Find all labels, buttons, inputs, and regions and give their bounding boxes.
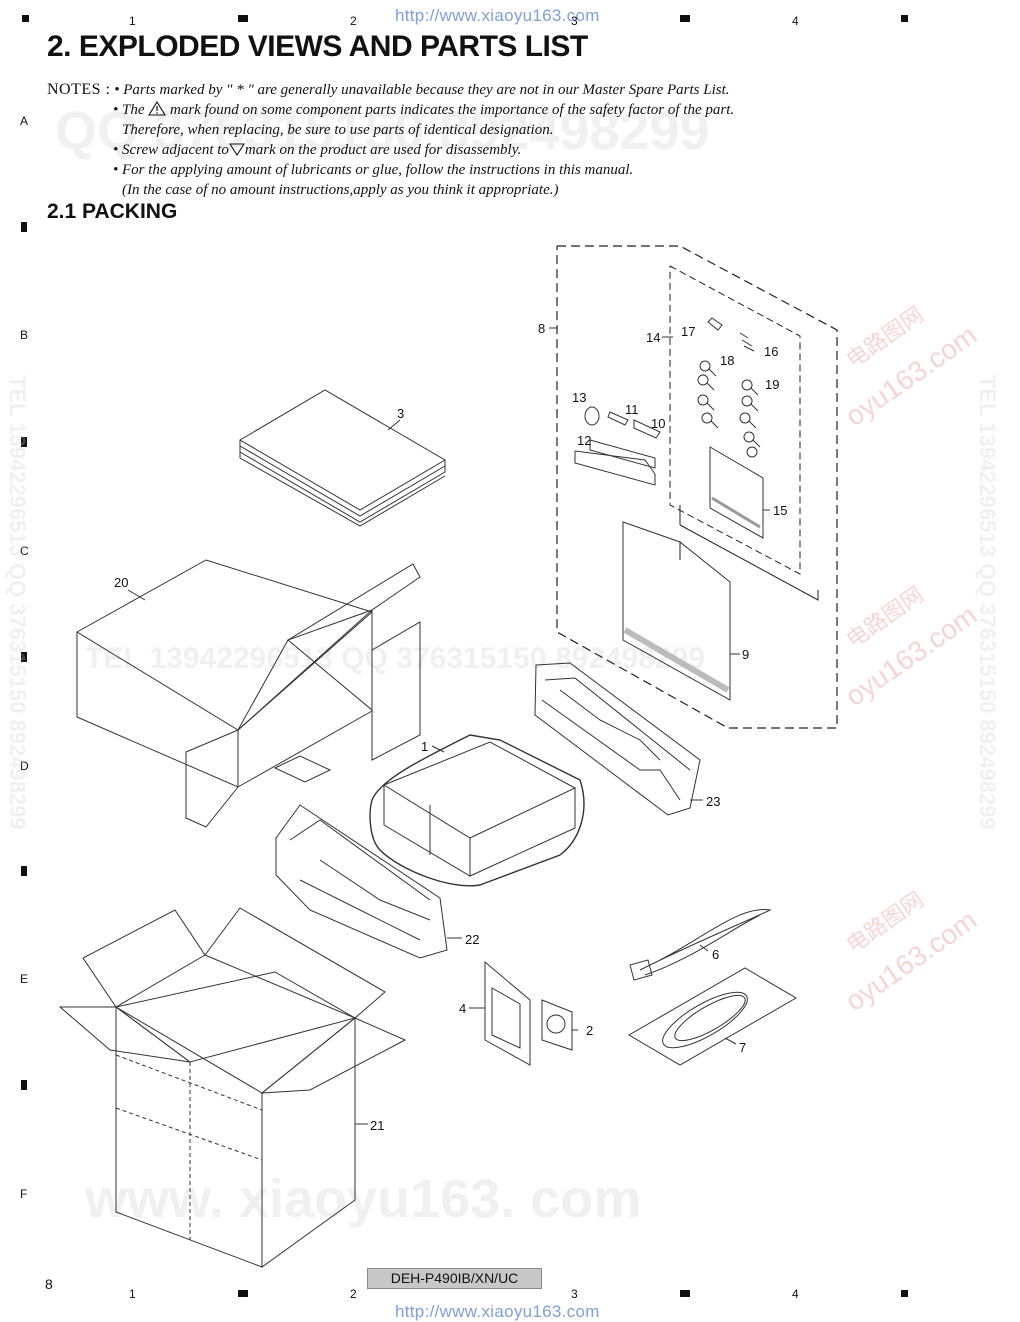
- part-label-4: 4: [459, 1001, 466, 1016]
- note-line-2b: mark found on some component parts indic…: [166, 102, 735, 118]
- part-labels: 1 2 3 4 6 7 8 9 10 11 12 13 14 15 16 17 …: [114, 321, 787, 1133]
- registration-mark: [21, 1080, 27, 1090]
- column-number-1: 1: [129, 14, 136, 28]
- part-label-21: 21: [370, 1118, 384, 1133]
- leader-lines: [127, 327, 770, 1125]
- warning-triangle-icon: [148, 100, 167, 116]
- notes-label: NOTES :: [47, 81, 111, 98]
- head-unit: [369, 734, 585, 887]
- row-letter-f: F: [20, 1187, 28, 1201]
- watermark-bottom: www. xiaoyu163. com: [85, 1169, 642, 1229]
- foam-pad-left: [275, 804, 448, 959]
- footer-url[interactable]: http://www.xiaoyu163.com: [395, 1302, 600, 1321]
- note-line-4b: mark on the product are used for disasse…: [244, 142, 522, 158]
- part-label-3: 3: [397, 406, 404, 421]
- part-label-15: 15: [773, 503, 787, 518]
- registration-mark: [901, 1290, 908, 1297]
- part-label-13: 13: [572, 390, 586, 405]
- registration-mark: [238, 1290, 248, 1297]
- column-number-3: 3: [571, 1287, 578, 1301]
- row-letter-c: C: [20, 544, 29, 558]
- part-label-22: 22: [465, 932, 479, 947]
- note-line-2a: • The: [113, 102, 149, 118]
- header-url[interactable]: http://www.xiaoyu163.com: [395, 6, 600, 25]
- page-number: 8: [45, 1276, 53, 1292]
- column-number-4: 4: [792, 14, 799, 28]
- row-letter-a: A: [20, 114, 29, 128]
- part-label-7: 7: [739, 1040, 746, 1055]
- column-number-3: 3: [571, 14, 578, 28]
- part-label-12: 12: [577, 433, 591, 448]
- note-line-5: • For the applying amount of lubricants …: [113, 162, 634, 178]
- foam-pad-right: [534, 662, 701, 816]
- note-line-4a: • Screw adjacent to: [113, 142, 229, 158]
- extension-cable: [628, 967, 797, 1066]
- part-label-1: 1: [421, 739, 428, 754]
- column-number-1: 1: [129, 1287, 136, 1301]
- row-letter-b: B: [20, 328, 29, 342]
- registration-mark: [680, 1290, 690, 1297]
- part-label-20: 20: [114, 575, 128, 590]
- accessory-bag-outline: [556, 245, 838, 729]
- registration-mark: [21, 866, 27, 876]
- part-label-16: 16: [764, 344, 778, 359]
- down-triangle-icon: [228, 143, 245, 157]
- part-label-2: 2: [586, 1023, 593, 1038]
- part-label-8: 8: [538, 321, 545, 336]
- part-label-9: 9: [742, 647, 749, 662]
- model-number: DEH-P490IB/XN/UC: [367, 1268, 542, 1289]
- part-label-17: 17: [681, 324, 695, 339]
- registration-mark: [680, 15, 690, 22]
- part-label-19: 19: [765, 377, 779, 392]
- outer-carton: [58, 907, 407, 1268]
- column-number-2: 2: [350, 14, 357, 28]
- column-number-4: 4: [792, 1287, 799, 1301]
- note-line-3: Therefore, when replacing, be sure to us…: [122, 122, 554, 138]
- registration-mark: [238, 15, 248, 22]
- battery-disc: [541, 999, 573, 1051]
- manual-stack: [239, 389, 446, 527]
- registration-mark: [21, 652, 27, 662]
- screw-bag: [709, 446, 764, 539]
- watermark-tel: TEL 13942296513 QQ 376315150 892498299: [85, 642, 705, 675]
- registration-mark: [21, 437, 27, 447]
- notes-block: NOTES : • Parts marked by " * " are gene…: [47, 80, 947, 200]
- part-label-18: 18: [720, 353, 734, 368]
- page-title: 2. EXPLODED VIEWS AND PARTS LIST: [47, 30, 588, 63]
- section-title: 2.1 PACKING: [47, 200, 178, 223]
- note-line-6: (In the case of no amount instructions,a…: [122, 182, 559, 198]
- column-number-2: 2: [350, 1287, 357, 1301]
- note-line-1: • Parts marked by " * " are generally un…: [114, 82, 730, 98]
- power-cable: [629, 909, 772, 981]
- row-letter-e: E: [20, 972, 29, 986]
- screws-group: [697, 317, 761, 458]
- inner-carton: [76, 559, 421, 828]
- row-letter-d: D: [20, 759, 29, 773]
- remote-control: [484, 960, 531, 1066]
- clips-group: [574, 406, 661, 486]
- registration-mark: [21, 222, 27, 232]
- part-label-6: 6: [712, 947, 719, 962]
- watermark-qq: QQ 376315150 892498299: [55, 101, 710, 161]
- registration-mark: [22, 15, 29, 22]
- registration-mark: [901, 15, 908, 22]
- part-label-11: 11: [625, 402, 639, 417]
- part-label-10: 10: [651, 416, 665, 431]
- part-label-23: 23: [706, 794, 720, 809]
- part-label-14: 14: [646, 330, 660, 345]
- plastic-bag: [622, 521, 731, 701]
